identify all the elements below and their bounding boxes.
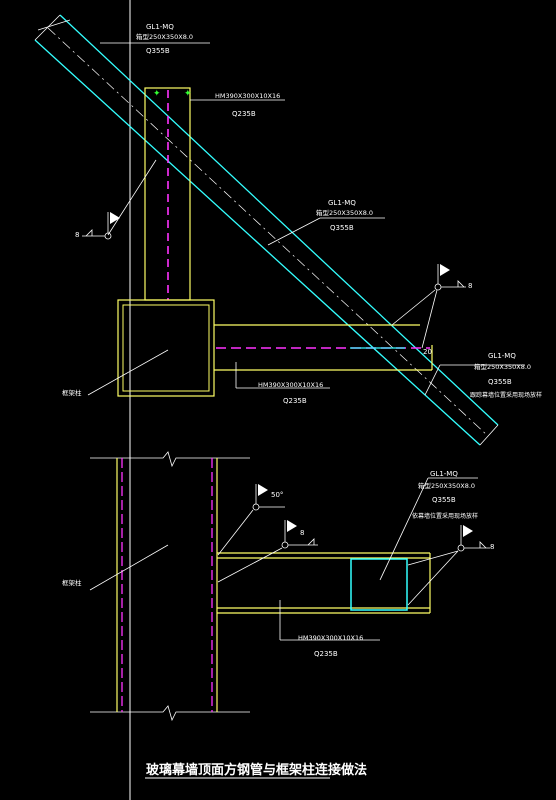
inclined-tube-upper [34,14,499,446]
text-labels: GL1-MQ 箱型250X350X8.0 Q355B HM390X300X10X… [62,23,542,778]
weld-mark-top-2: ✦ [184,89,192,99]
hm-bottom-spec: HM390X300X10X16 [298,634,363,642]
beam-right-name: GL1-MQ [488,352,516,360]
leaders-upper [82,42,525,396]
lower-tube-grade: Q355B [432,496,456,504]
lower-square-tube [350,558,408,611]
hm-top-spec: HM390X300X10X16 [215,92,280,100]
beam-mid-grade: Q355B [330,224,354,232]
beam-top-spec: 箱型250X350X8.0 [136,32,193,41]
beam-mid-spec: 箱型250X350X8.0 [316,208,373,217]
break-line-mid [90,451,250,722]
column-label-top: 框架柱 [62,388,82,397]
lower-tube-spec: 箱型250X350X8.0 [418,481,475,490]
leaders-lower [217,477,490,606]
beam-right-spec: 箱型250X350X8.0 [474,362,531,371]
dim-20: 20 [423,348,432,356]
beam-top-name: GL1-MQ [146,23,174,31]
column-elevation [89,458,218,712]
beam-right-note: 跟踪幕墙位置采用现场放样 [470,391,542,399]
weld-left-size: 8 [75,231,79,239]
hm-top-grade: Q235B [232,110,256,118]
hm-vertical-stub: ✦ ✦ [107,87,192,301]
hm-horizontal-beam-bottom [217,552,431,641]
beam-mid-name: GL1-MQ [328,199,356,207]
weld-lower-left-size: 8 [300,529,304,537]
hm-bottom-grade: Q235B [314,650,338,658]
column-section-top [87,299,215,397]
hm-mid-spec: HM390X300X10X16 [258,381,323,389]
weld-lower-right-size: 8 [490,543,494,551]
weld-right-size: 8 [468,282,472,290]
hm-mid-grade: Q235B [283,397,307,405]
drawing-title: 玻璃幕墙顶面方钢管与框架柱连接做法 [146,762,367,778]
lower-tube-name: GL1-MQ [430,470,458,478]
hm-horizontal-beam-top [214,324,433,389]
weld-mark-top: ✦ [153,89,161,99]
beam-top-grade: Q355B [146,47,170,55]
column-label-bottom: 框架柱 [62,578,82,587]
lower-tube-note: 依幕墙位置采用现场放样 [412,512,478,520]
angle-label: 50° [271,491,283,499]
beam-right-grade: Q355B [488,378,512,386]
